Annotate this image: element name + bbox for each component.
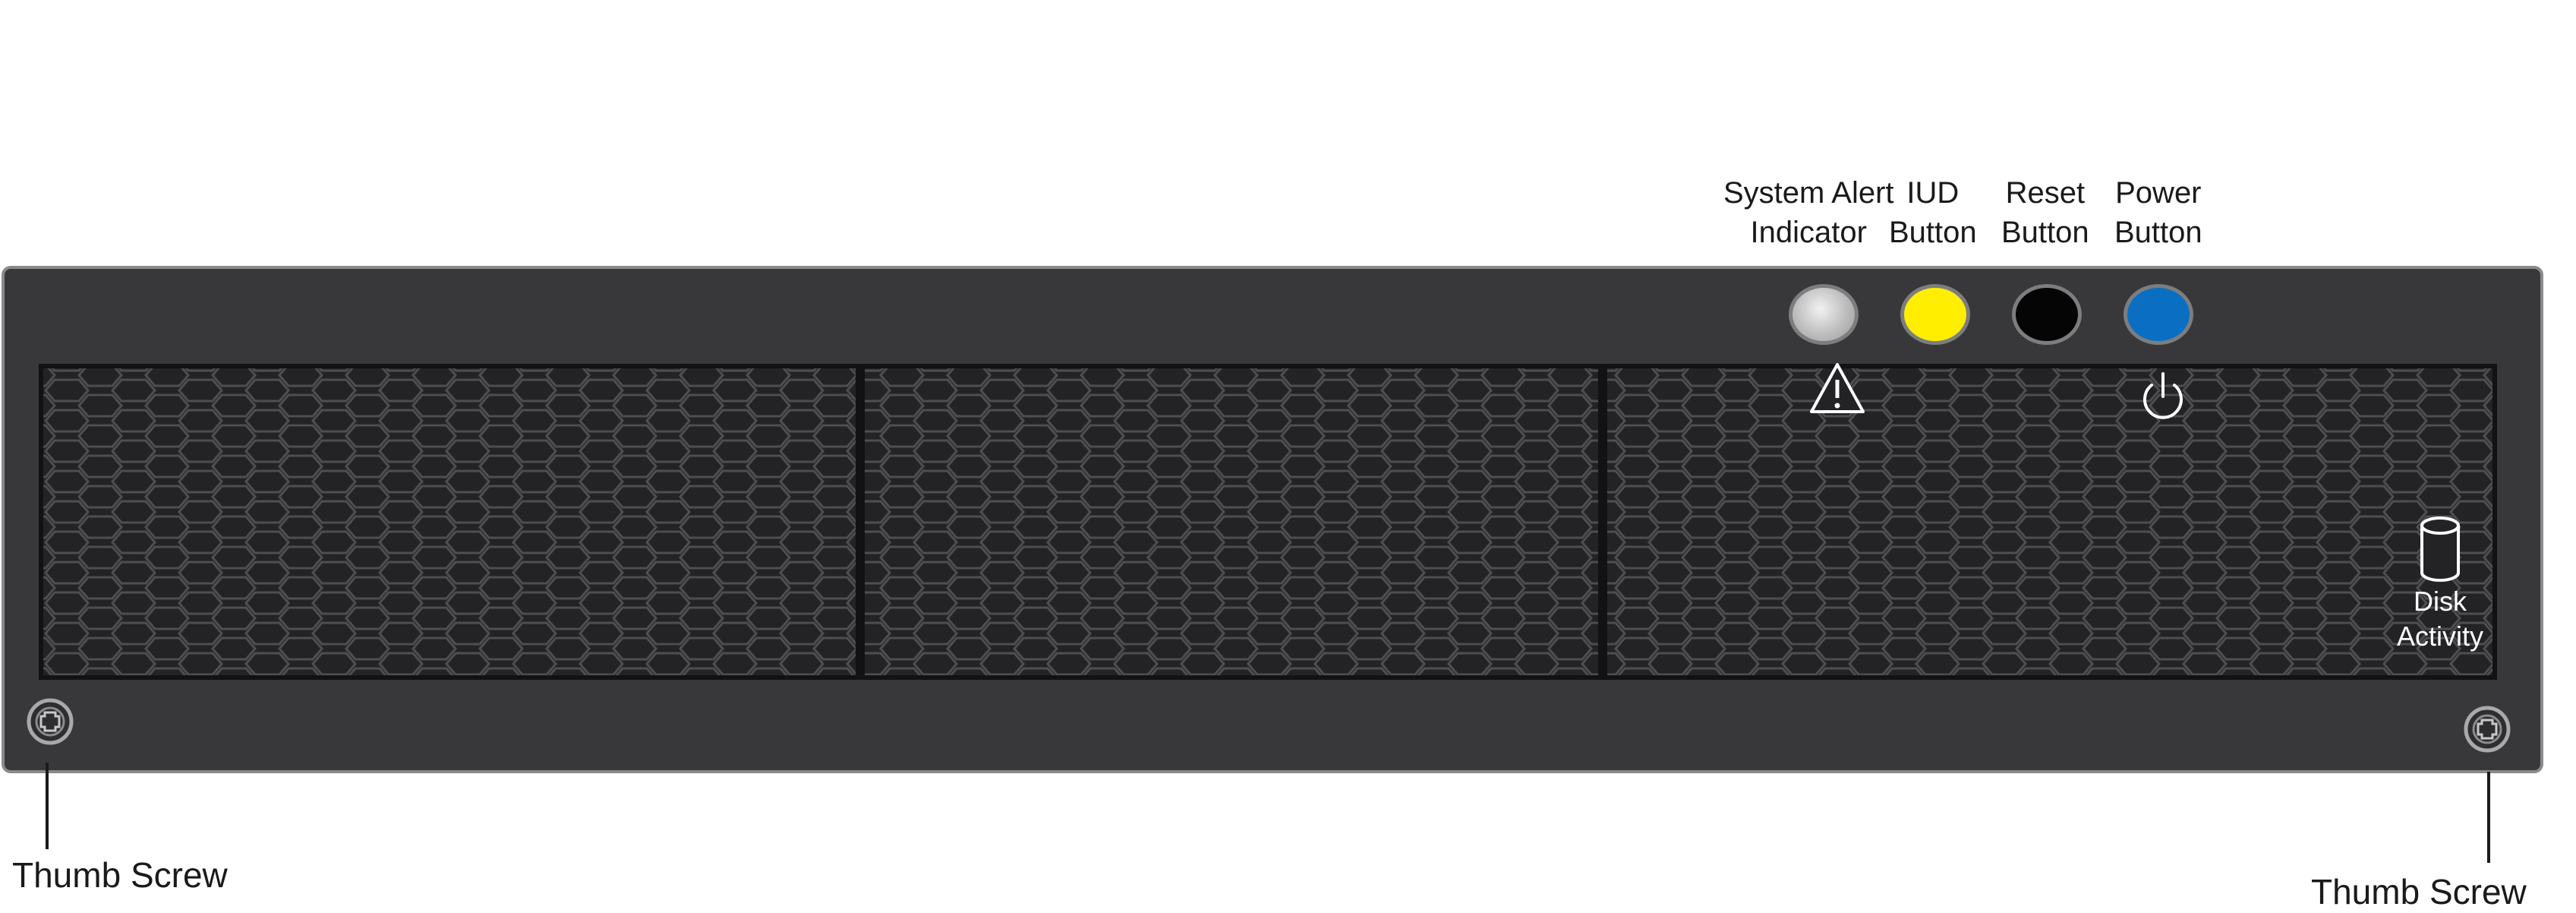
system-alert-indicator-light <box>1789 284 1859 345</box>
grille-panel-right <box>1603 364 2497 680</box>
disk-activity-label: Disk Activity <box>2381 584 2499 654</box>
grille-panel-left <box>39 364 860 680</box>
iud-button[interactable] <box>1900 284 1970 345</box>
power-button[interactable] <box>2124 284 2193 345</box>
iud-button-label: IUD Button <box>1889 173 1977 252</box>
power-symbol-icon <box>2143 372 2183 419</box>
reset-button-label: Reset Button <box>2001 173 2089 252</box>
iud-label-line1: IUD <box>1906 176 1960 210</box>
system-alert-indicator-label: System Alert Indicator <box>1723 173 1894 252</box>
thumb-screw-left-label: Thumb Screw <box>12 855 228 895</box>
disk-label-line1: Disk <box>2414 586 2467 617</box>
warning-triangle-icon <box>1810 363 1865 413</box>
reset-label-line2: Button <box>2001 216 2089 249</box>
thumb-screw-right-icon[interactable] <box>2464 706 2511 753</box>
system-alert-label-line2: Indicator <box>1750 216 1867 249</box>
reset-label-line1: Reset <box>2005 176 2086 210</box>
iud-label-line2: Button <box>1889 216 1977 249</box>
reset-button[interactable] <box>2012 284 2082 345</box>
system-alert-label-line1: System Alert <box>1723 176 1894 210</box>
thumb-screw-right-label: Thumb Screw <box>2311 872 2527 911</box>
grille-panel-middle <box>860 364 1603 680</box>
thumb-screw-left-icon[interactable] <box>27 698 74 745</box>
power-button-label: Power Button <box>2114 173 2202 252</box>
power-label-line1: Power <box>2115 176 2202 210</box>
disk-label-line2: Activity <box>2396 621 2483 652</box>
server-front-panel: Disk Activity <box>2 266 2543 773</box>
vent-grille <box>27 363 2511 753</box>
disk-cylinder-icon <box>2420 517 2460 582</box>
power-label-line2: Button <box>2114 216 2202 249</box>
